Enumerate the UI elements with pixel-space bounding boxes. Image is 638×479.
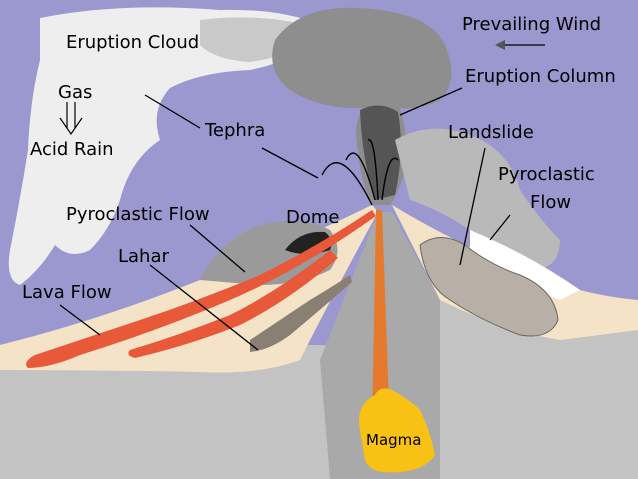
wind-arrow-icon [495, 40, 505, 50]
landslide-deposit [419, 237, 559, 337]
leader-lines [59, 44, 545, 351]
volcano-conduit [372, 210, 390, 430]
label-magma: Magma [366, 431, 421, 449]
gas-arrows-icon [59, 102, 83, 136]
label-tephra: Tephra [204, 120, 265, 141]
lava-flow-left [26, 210, 377, 368]
eruption-cloud [8, 7, 330, 285]
label-gas: Gas [58, 82, 92, 103]
label-acid-rain: Acid Rain [30, 139, 114, 160]
label-lava-flow: Lava Flow [22, 282, 112, 303]
label-eruption-cloud: Eruption Cloud [66, 32, 199, 53]
label-landslide: Landslide [448, 122, 534, 143]
label-pyroclastic-flow-right-line1: Pyroclastic [498, 164, 595, 185]
label-prevailing-wind: Prevailing Wind [462, 14, 601, 35]
eruption-column-dark [360, 105, 401, 200]
label-lahar: Lahar [118, 246, 169, 267]
right-pyroclastic-deposit [470, 230, 580, 300]
magma-chamber [359, 388, 435, 473]
label-eruption-column: Eruption Column [465, 66, 616, 87]
label-pyroclastic-flow-left: Pyroclastic Flow [66, 204, 210, 225]
eruption-column [272, 7, 452, 206]
ash-plume-right [395, 128, 560, 270]
lahar-deposit [250, 275, 352, 352]
label-dome: Dome [286, 207, 339, 228]
ground-front [0, 212, 638, 479]
label-pyroclastic-flow-right-line2: Flow [530, 192, 571, 213]
lava-flow-branch [128, 250, 338, 358]
tephra-trajectories [321, 139, 399, 206]
